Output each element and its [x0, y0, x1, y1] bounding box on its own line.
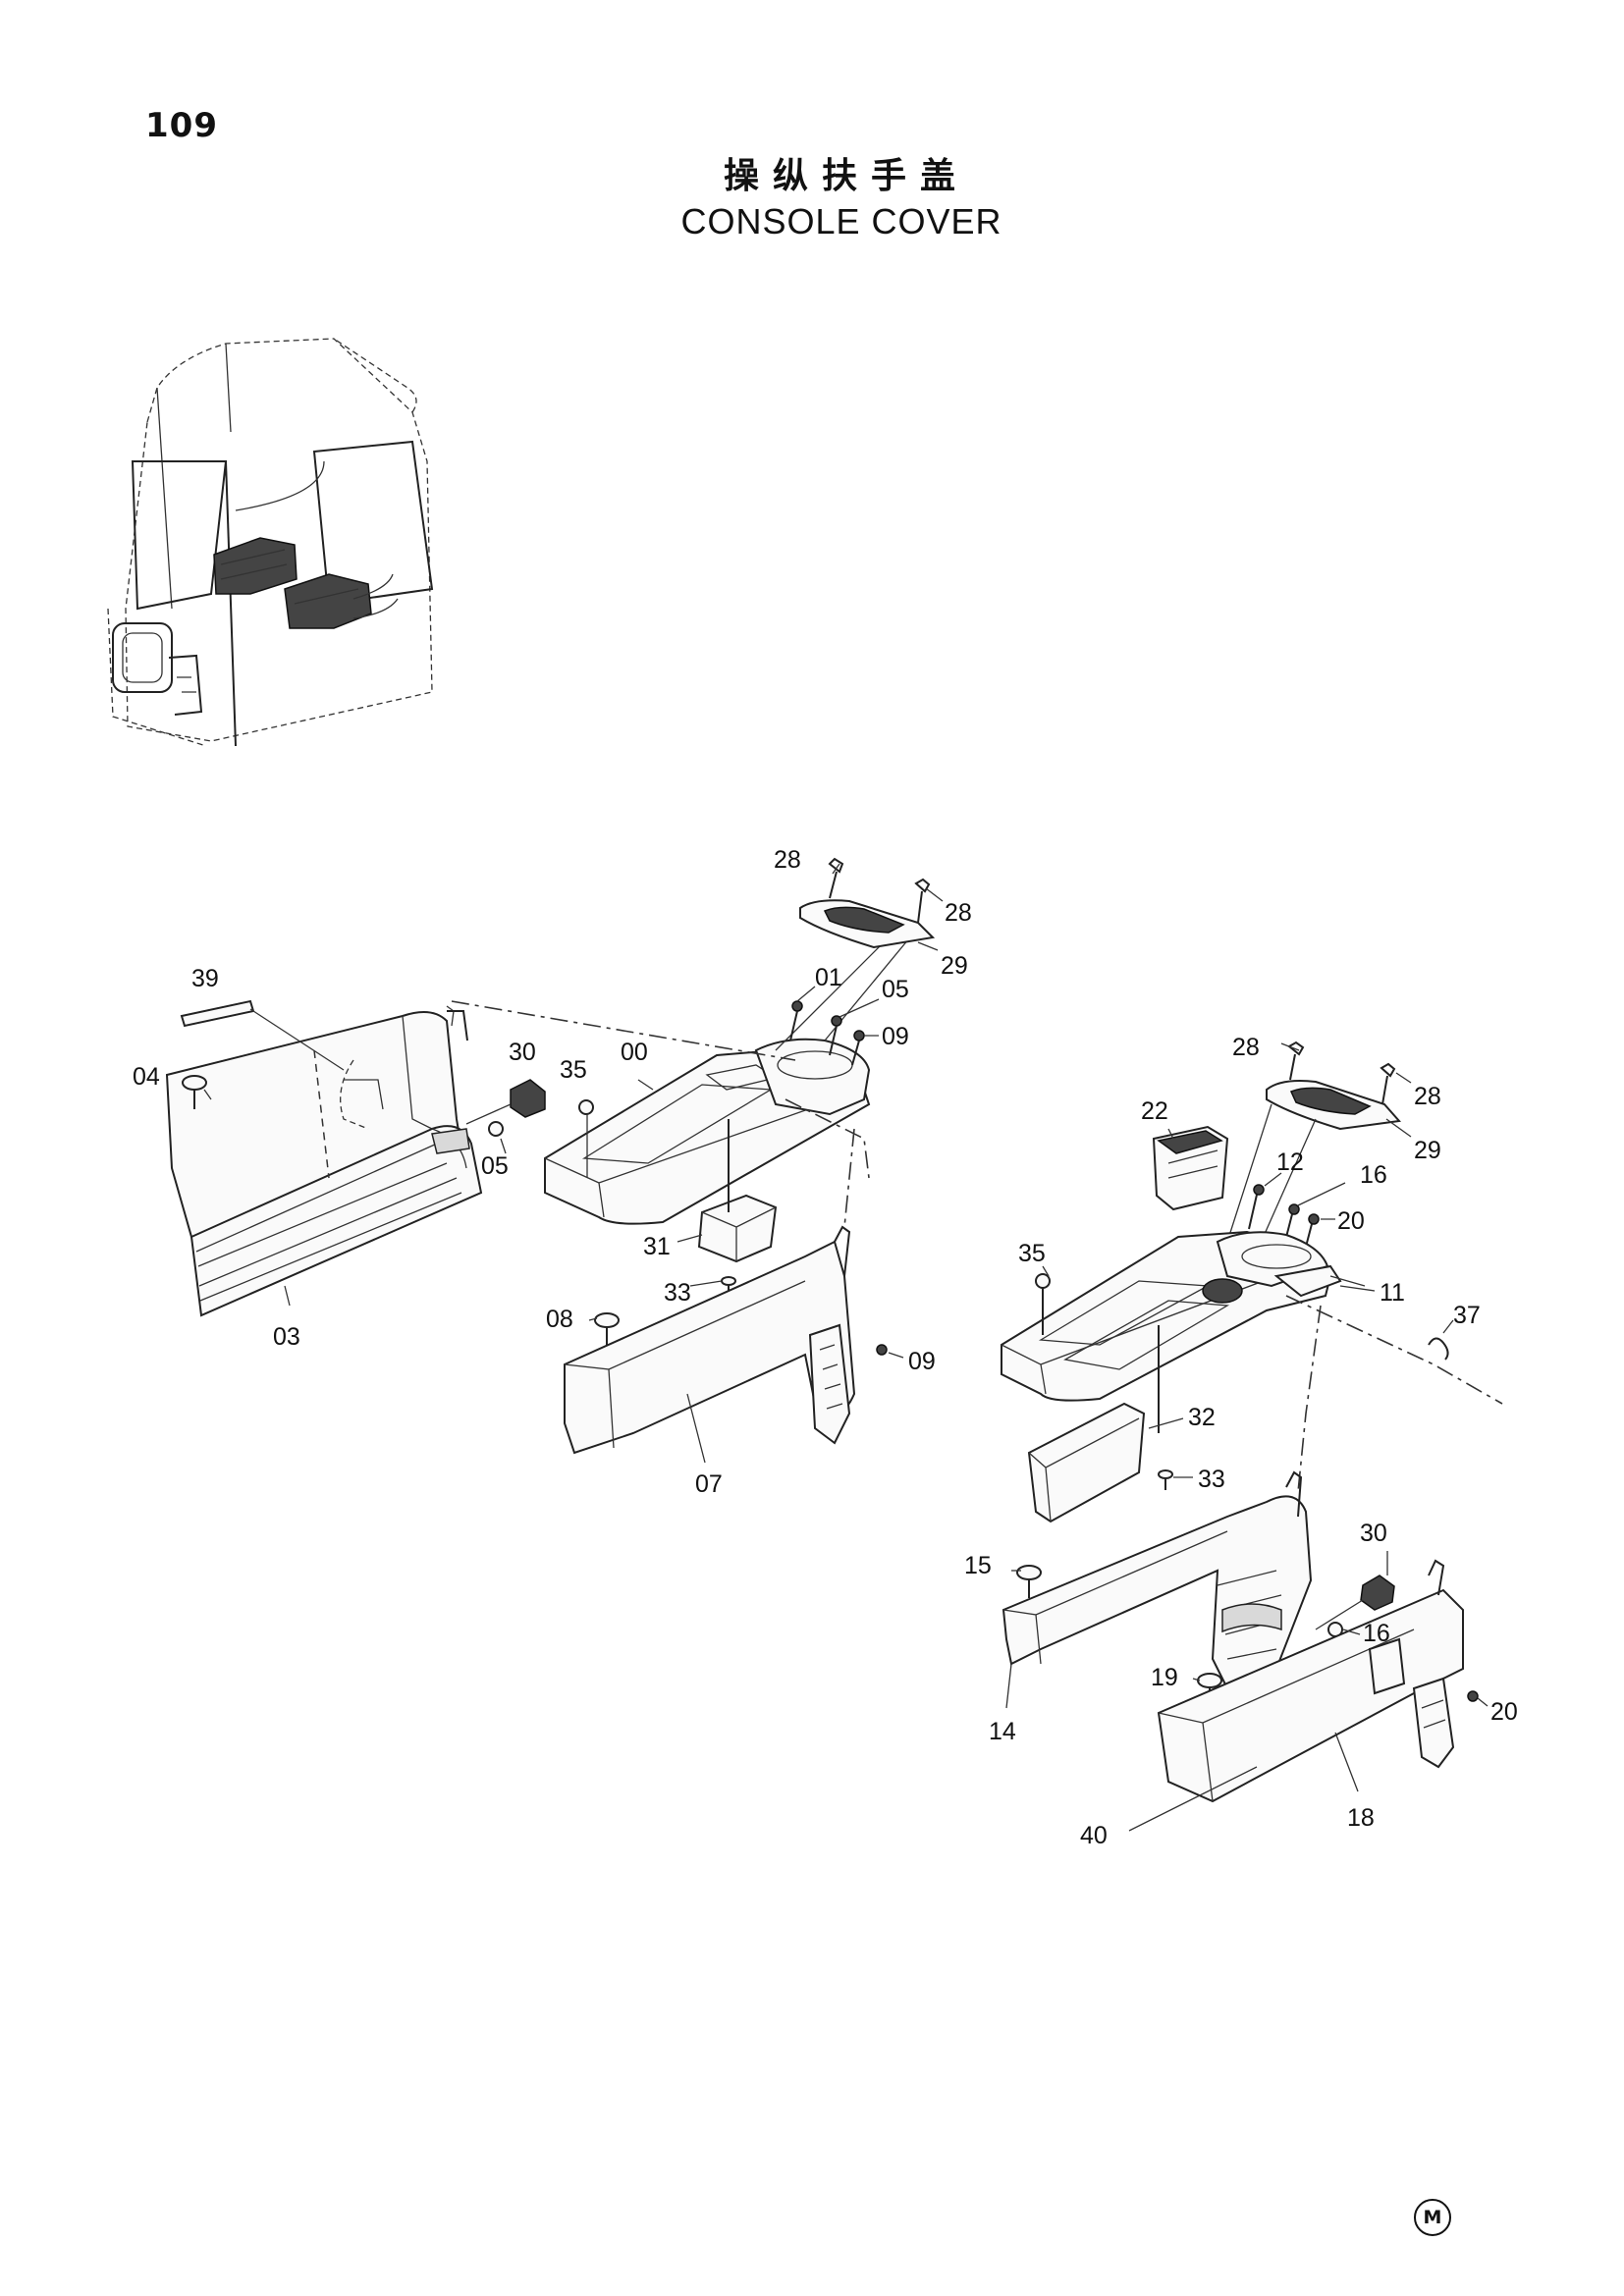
screw-35-right — [1035, 1273, 1051, 1289]
screw-35-left — [578, 1099, 594, 1115]
callout-00: 00 — [621, 1039, 648, 1066]
callout-28: 28 — [1232, 1034, 1260, 1061]
callout-numbers: 28 28 29 01 05 09 39 04 30 35 00 05 03 3… — [133, 846, 1518, 1849]
callout-05: 05 — [882, 976, 909, 1003]
bolt-28-left-a — [828, 857, 844, 899]
screw-05-top — [829, 1015, 842, 1056]
page-title-chinese: 操纵扶手盖 — [723, 156, 969, 196]
callout-22: 22 — [1141, 1097, 1168, 1125]
callout-35: 35 — [560, 1056, 587, 1084]
bolt-28-left-b — [914, 878, 931, 924]
callout-30: 30 — [1360, 1520, 1387, 1547]
callout-28: 28 — [1414, 1083, 1441, 1110]
callout-32: 32 — [1188, 1404, 1216, 1431]
cup-holder-31 — [697, 1119, 778, 1263]
screw-01 — [789, 1000, 803, 1041]
console-body-00 — [451, 922, 919, 1225]
lower-cover-14 — [1001, 1470, 1313, 1700]
callout-30: 30 — [509, 1039, 536, 1066]
callout-40: 40 — [1080, 1822, 1108, 1849]
callout-08: 08 — [546, 1306, 573, 1333]
nut-05-left — [488, 1121, 504, 1137]
armrest-cap-29-right — [1226, 1080, 1401, 1253]
page-title-english: CONSOLE COVER — [680, 201, 1002, 241]
pin-04 — [182, 1075, 207, 1109]
nut-09-lower — [876, 1344, 888, 1356]
callout-04: 04 — [133, 1063, 160, 1091]
callout-35: 35 — [1018, 1240, 1046, 1267]
callout-20: 20 — [1490, 1698, 1518, 1726]
console-body-11 — [1001, 1230, 1503, 1493]
callout-11: 11 — [1380, 1279, 1405, 1307]
cab-locator-illustration — [107, 338, 434, 747]
callout-03: 03 — [273, 1323, 300, 1351]
label-39-part — [180, 999, 255, 1028]
callout-19: 19 — [1151, 1664, 1178, 1691]
callout-05: 05 — [481, 1152, 509, 1180]
callout-01: 01 — [815, 964, 842, 991]
callout-39: 39 — [191, 965, 219, 992]
callout-09: 09 — [882, 1023, 909, 1050]
callout-31: 31 — [643, 1233, 671, 1260]
page-number: 109 — [145, 106, 218, 145]
lower-cover-18 — [1157, 1559, 1464, 1803]
clip-30-right — [1360, 1575, 1395, 1611]
callout-29: 29 — [941, 952, 968, 980]
callout-33: 33 — [1198, 1466, 1225, 1493]
callout-18: 18 — [1347, 1804, 1375, 1832]
bolt-28-right-b — [1380, 1062, 1396, 1105]
callout-15: 15 — [964, 1552, 992, 1579]
callout-07: 07 — [695, 1470, 723, 1498]
leader-30-right — [1315, 1599, 1364, 1630]
callout-28: 28 — [945, 899, 972, 927]
nut-20-lower — [1467, 1690, 1479, 1702]
callout-16: 16 — [1363, 1620, 1390, 1647]
callout-37: 37 — [1453, 1302, 1481, 1329]
clip-30-left — [510, 1079, 546, 1118]
manufacturer-mark: M — [1414, 2199, 1451, 2236]
callout-14: 14 — [989, 1718, 1016, 1745]
screw-20-upper — [1305, 1213, 1320, 1248]
leader-lines — [203, 863, 1489, 1832]
callout-16: 16 — [1360, 1161, 1387, 1189]
lower-cover-07 — [564, 1128, 856, 1455]
leaders-upper-screws — [796, 986, 880, 1037]
bolt-28-right-a — [1287, 1041, 1305, 1081]
callout-09: 09 — [908, 1348, 936, 1375]
callout-33: 33 — [664, 1279, 691, 1307]
screw-33-right — [1158, 1469, 1173, 1490]
callout-20: 20 — [1337, 1207, 1365, 1235]
leaders-right-screws — [1264, 1172, 1346, 1220]
leader-39 — [249, 1008, 345, 1071]
callout-29: 29 — [1414, 1137, 1441, 1164]
side-cover-03 — [165, 1005, 483, 1317]
callout-12: 12 — [1276, 1148, 1304, 1176]
callout-28: 28 — [774, 846, 801, 874]
ashtray-22 — [1152, 1125, 1229, 1211]
leader-30-left — [465, 1103, 512, 1125]
armrest-cap-29-left — [799, 899, 936, 949]
pin-08 — [594, 1312, 620, 1350]
tray-32 — [1027, 1325, 1160, 1523]
pin-15 — [1016, 1565, 1042, 1598]
spring-37 — [1428, 1337, 1449, 1361]
screw-12 — [1248, 1184, 1265, 1230]
